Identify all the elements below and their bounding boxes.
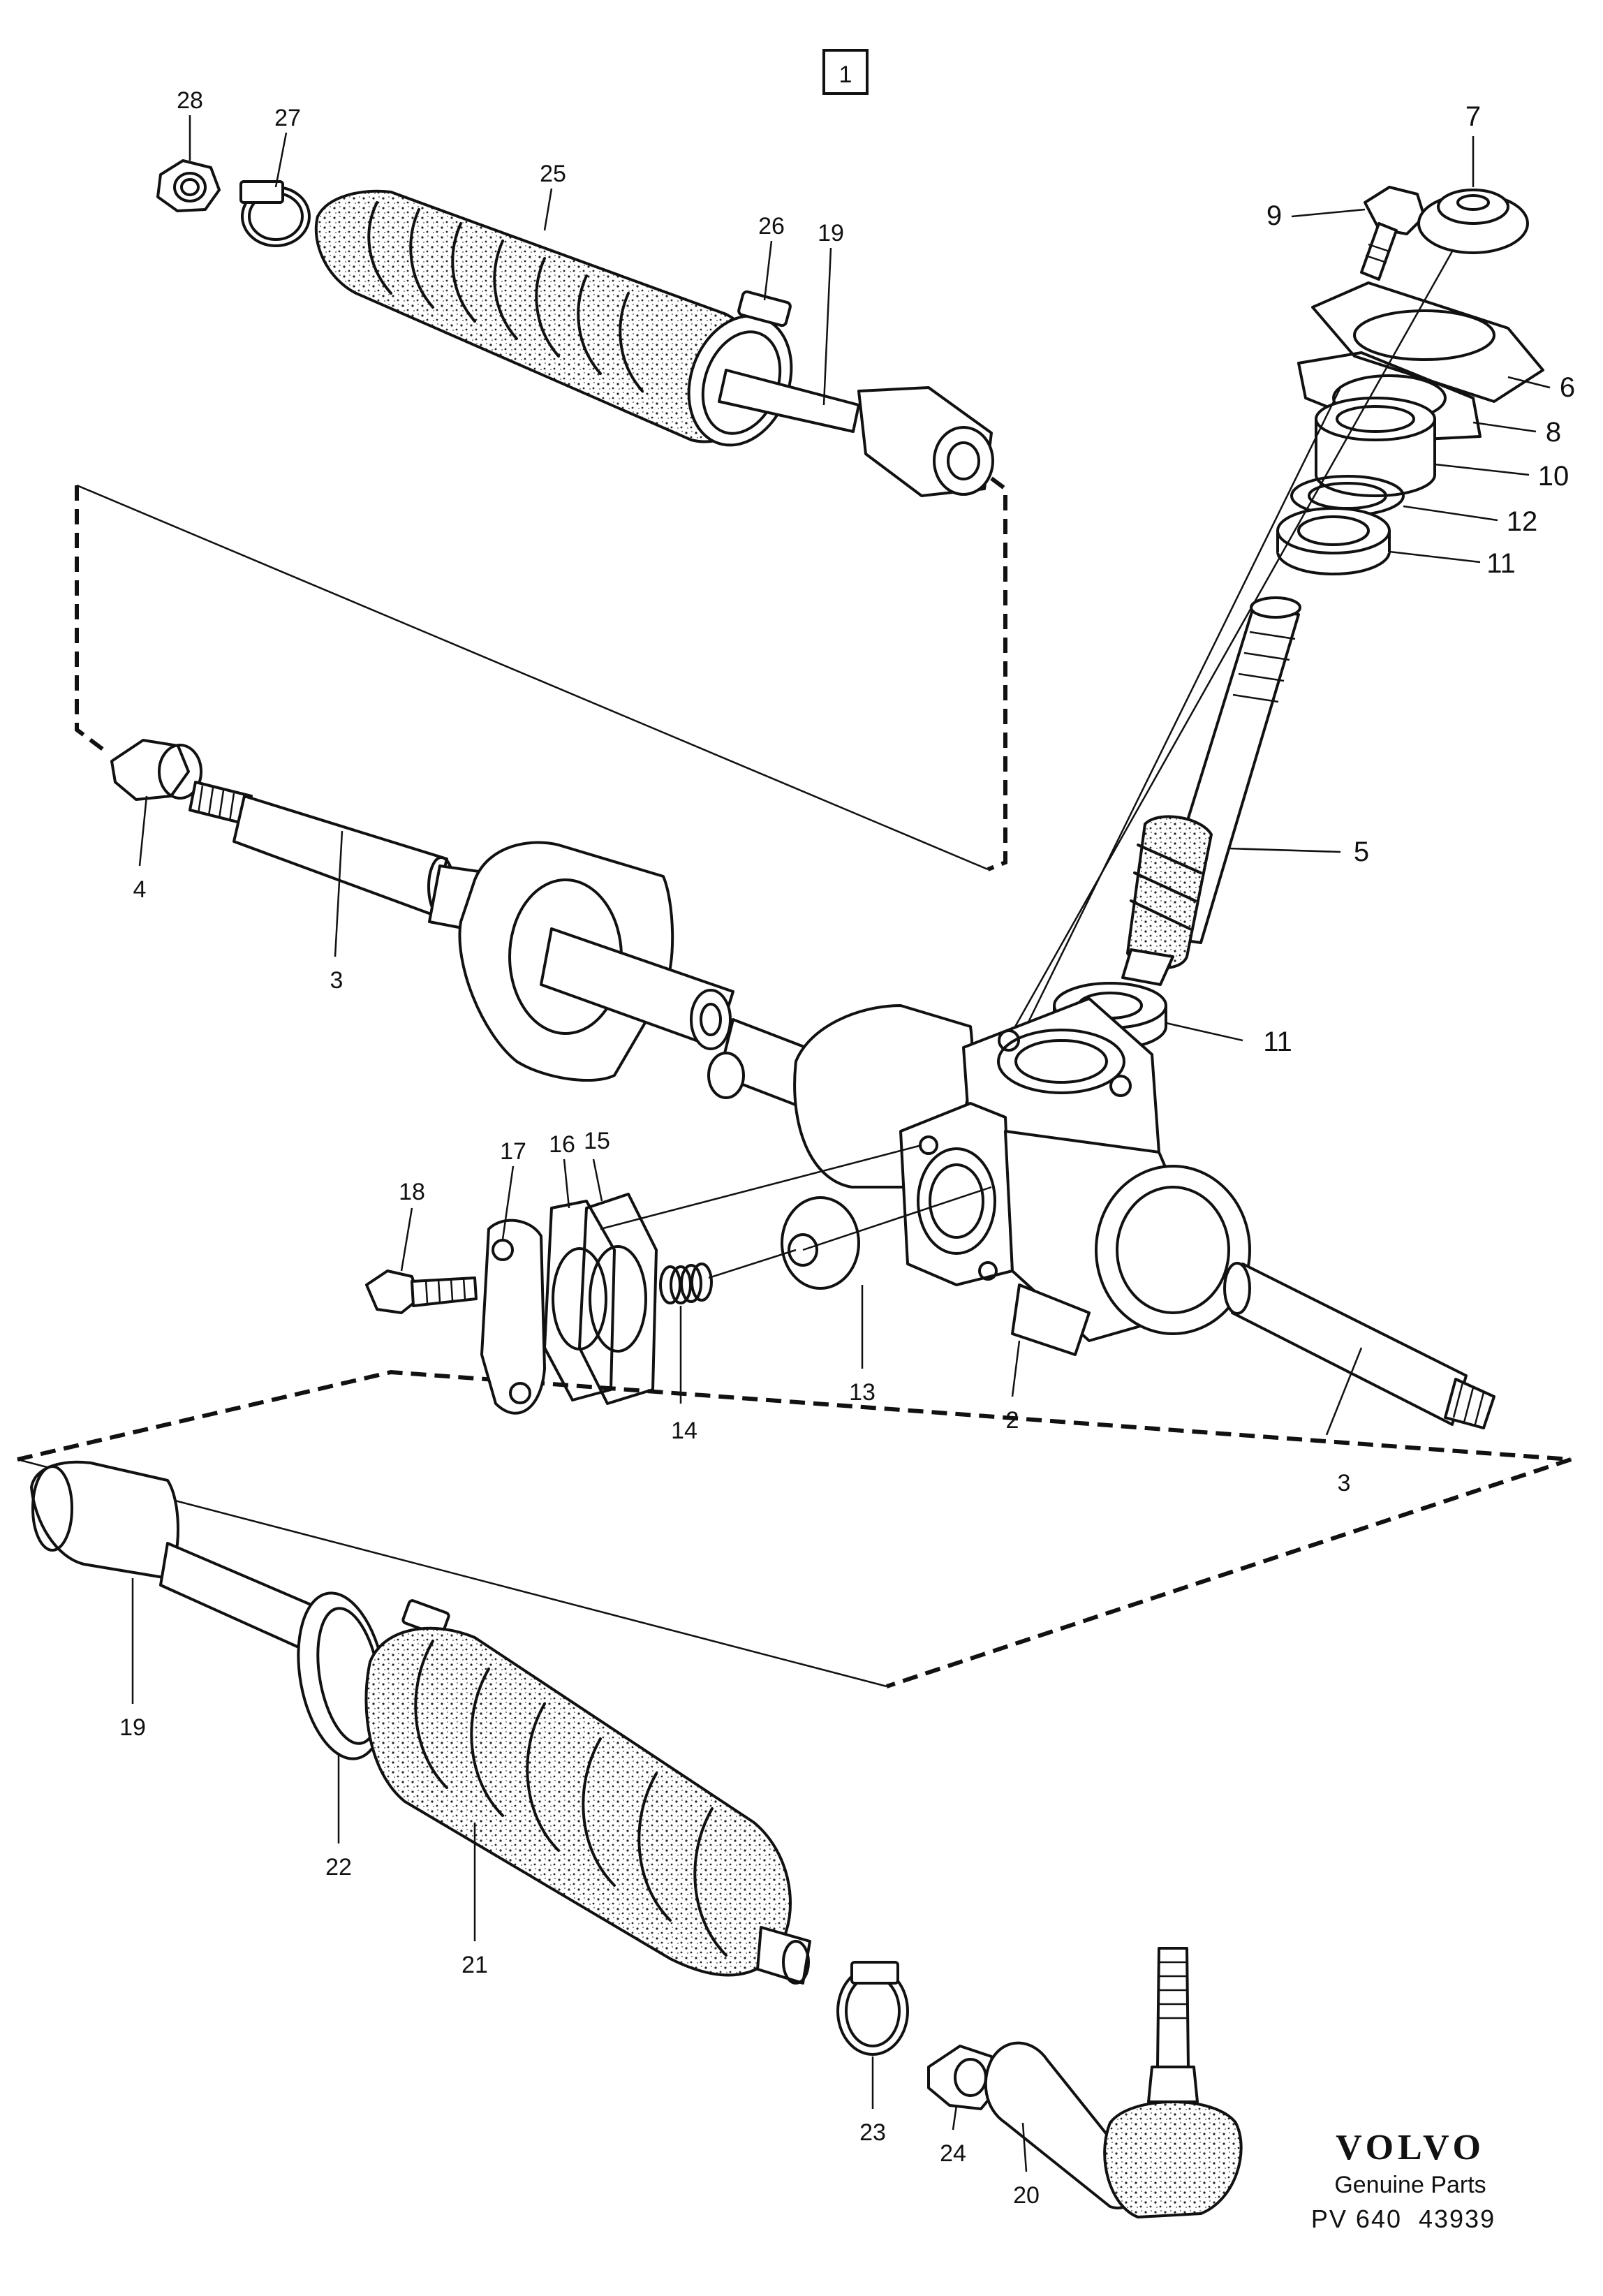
callout-18: 18: [399, 1179, 425, 1205]
callout-26: 26: [758, 213, 785, 240]
hose-clamp-27: [239, 180, 311, 247]
inner-tie-rod-19-upper: [718, 369, 994, 497]
dust-cap-7: [1417, 189, 1529, 254]
page-number-box: 1: [822, 49, 869, 95]
hose-clamp-23: [836, 1961, 909, 2056]
assembly-connector-lines: [17, 476, 1572, 1688]
drawing-code: PV 640 43939: [1311, 2205, 1495, 2233]
callout-10: 10: [1538, 461, 1569, 492]
bolt-9: [1360, 186, 1426, 281]
callout-6: 6: [1560, 372, 1575, 403]
callout-3-left: 3: [330, 967, 344, 994]
shim-16: [543, 1200, 616, 1401]
callout-11-upper: 11: [1486, 548, 1516, 579]
callout-24: 24: [940, 2140, 966, 2167]
lock-nut-28: [156, 159, 221, 212]
callout-17: 17: [500, 1138, 526, 1165]
bellows-ring-22: [297, 1591, 450, 1760]
volvo-logo: VOLVO: [1336, 2128, 1485, 2168]
bolt-18: [365, 1270, 478, 1314]
tie-rod-end-20: [984, 1947, 1243, 2219]
spring-14: [659, 1249, 797, 1304]
callout-8: 8: [1546, 417, 1561, 448]
mounting-plate-6: [1311, 281, 1544, 403]
cover-plate-17: [480, 1144, 922, 1415]
callout-9: 9: [1266, 200, 1282, 231]
rubber-mount-left: [458, 841, 734, 1082]
rubber-bellows-21: [364, 1626, 811, 1985]
callout-27: 27: [274, 105, 301, 131]
pinion-stack: [1004, 186, 1544, 1050]
brand-subtitle: Genuine Parts: [1334, 2172, 1486, 2198]
callout-19-lower: 19: [119, 1714, 146, 1741]
callout-12: 12: [1507, 506, 1538, 537]
upper-bellows-assembly: [156, 159, 994, 497]
bellows-clamp-26: [737, 290, 792, 328]
brand-block: VOLVO Genuine Parts PV 640 43939: [1311, 2128, 1495, 2233]
rubber-bellows-25: [314, 189, 793, 447]
callout-16: 16: [549, 1131, 575, 1158]
callout-23: 23: [859, 2119, 886, 2146]
page-number: 1: [839, 61, 852, 88]
callout-21: 21: [461, 1952, 488, 1978]
callout-numbers: 28 27 25 26 19 7 9 6 8 10 12 11 4 3 5 11…: [119, 87, 1575, 2209]
callout-14: 14: [671, 1418, 697, 1444]
callout-11-lower: 11: [1263, 1026, 1292, 1057]
callout-3-right: 3: [1338, 1470, 1351, 1496]
callout-7: 7: [1465, 101, 1481, 132]
callout-4: 4: [133, 876, 147, 903]
callout-25: 25: [540, 161, 566, 187]
thrust-plunger-13: [781, 1186, 992, 1290]
bushing-10: [1315, 397, 1436, 497]
callout-15: 15: [584, 1128, 610, 1154]
rack-housing-assembly: [110, 739, 1495, 1429]
steering-rack-3-right: [1223, 1262, 1495, 1429]
callout-28: 28: [177, 87, 203, 114]
inner-ball-joint-4: [110, 739, 253, 825]
callout-22: 22: [325, 1854, 352, 1881]
callout-leaders: [131, 115, 1551, 2172]
callout-13: 13: [849, 1379, 876, 1406]
pinion-shaft-5: [1121, 596, 1301, 986]
lower-bellows-assembly: [30, 1460, 1243, 2219]
bearing-11-upper: [1276, 507, 1391, 575]
gasket-15: [578, 1193, 658, 1405]
steering-gear-housing-2: [793, 997, 1251, 1356]
callout-2: 2: [1006, 1407, 1019, 1434]
callout-20: 20: [1013, 2182, 1040, 2209]
callout-5: 5: [1354, 837, 1369, 867]
callout-19-upper: 19: [818, 220, 844, 246]
inner-tie-rod-19-lower: [30, 1460, 316, 1649]
